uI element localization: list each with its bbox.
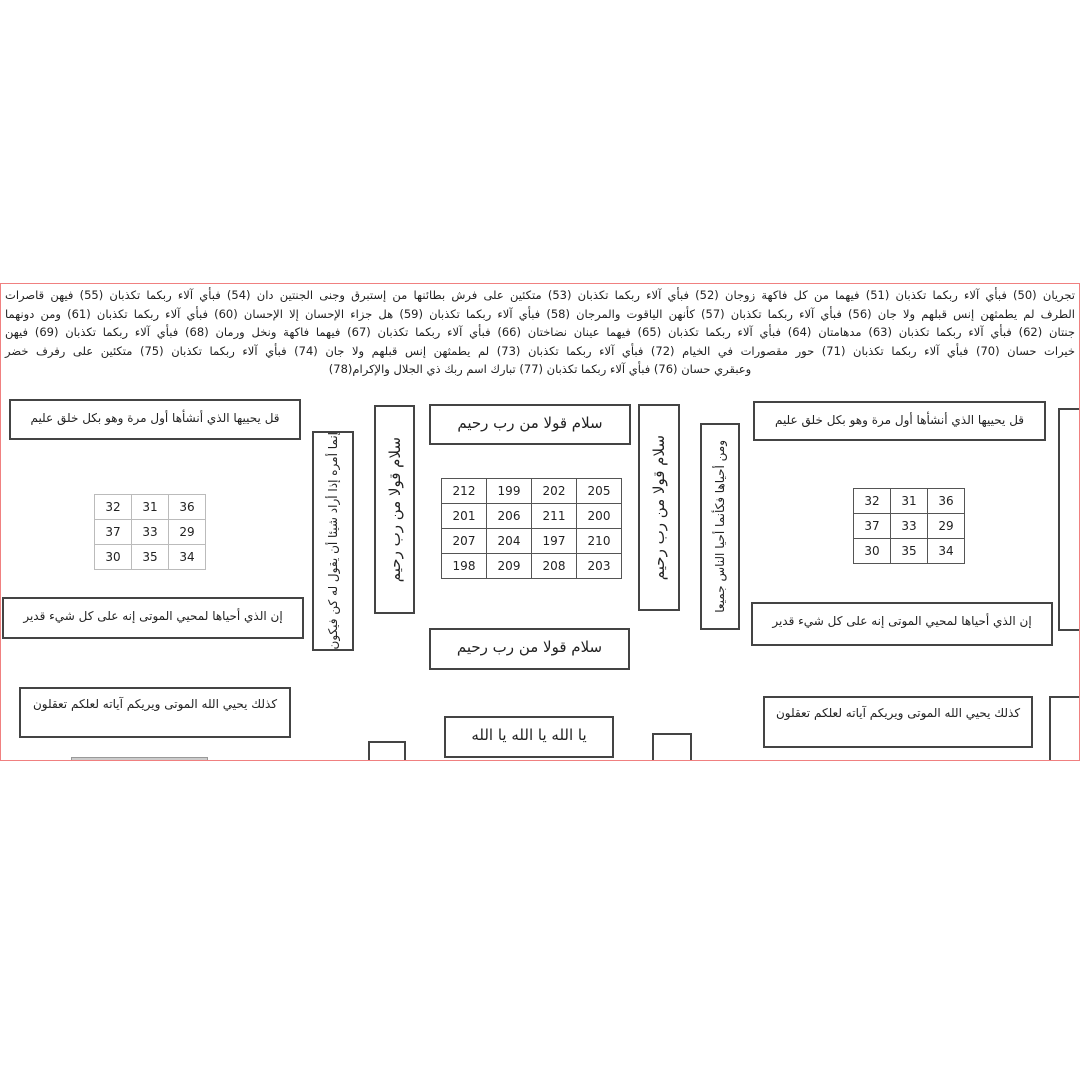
square-cell: 207 bbox=[441, 528, 487, 554]
table-edge bbox=[71, 757, 208, 760]
square-cell: 35 bbox=[890, 538, 928, 564]
text-box-ahyaha-left: إن الذي أحياها لمحيي الموتى إنه على كل ش… bbox=[2, 597, 304, 639]
square-cell: 34 bbox=[927, 538, 965, 564]
square-cell: 37 bbox=[853, 513, 891, 539]
partial-box bbox=[1049, 696, 1079, 760]
box-text: سلام قولا من رب رحيم bbox=[385, 436, 404, 583]
box-text: كذلك يحيي الله الموتى ويريكم آياته لعلكم… bbox=[32, 697, 278, 711]
square-cell: 34 bbox=[168, 544, 206, 570]
square-cell: 209 bbox=[486, 553, 532, 579]
square-cell: 210 bbox=[576, 528, 622, 554]
square-cell: 33 bbox=[131, 519, 169, 545]
partial-box bbox=[652, 733, 692, 760]
box-text: إن الذي أحياها لمحيي الموتى إنه على كل ش… bbox=[23, 609, 283, 623]
square-cell: 204 bbox=[486, 528, 532, 554]
vertical-box-man-ahyaha: ومن أحياها فكأنما أحيا الناس جميعا bbox=[700, 423, 740, 630]
text-box-kadhalika-left: كذلك يحيي الله الموتى ويريكم آياته لعلكم… bbox=[19, 687, 291, 738]
verse-line: جنتان (62) فبأي آلاء ربكما تكذبان (63) م… bbox=[5, 325, 1076, 339]
square-cell: 32 bbox=[853, 488, 891, 514]
text-box-yuhyiha-right: قل يحييها الذي أنشأها أول مرة وهو بكل خل… bbox=[753, 401, 1046, 441]
square-cell: 198 bbox=[441, 553, 487, 579]
verse-line: وعبقري حسان (76) فبأي آلاء ربكما تكذبان … bbox=[328, 362, 752, 376]
square-cell: 31 bbox=[131, 494, 169, 520]
square-cell: 33 bbox=[890, 513, 928, 539]
partial-box bbox=[368, 741, 406, 760]
box-text: إن الذي أحياها لمحيي الموتى إنه على كل ش… bbox=[772, 614, 1032, 628]
square-cell: 205 bbox=[576, 478, 622, 504]
square-cell: 200 bbox=[576, 503, 622, 529]
square-cell: 197 bbox=[531, 528, 577, 554]
square-cell: 202 bbox=[531, 478, 577, 504]
box-text: يا الله يا الله يا الله bbox=[471, 726, 587, 744]
verse-line: الطرف لم يطمثهن إنس قبلهم ولا جان (56) ف… bbox=[5, 306, 1076, 321]
square-cell: 201 bbox=[441, 503, 487, 529]
text-box-salam-bottom: سلام قولا من رب رحيم bbox=[429, 628, 630, 670]
vertical-box-salam-right: سلام قولا من رب رحيم bbox=[638, 404, 680, 611]
square-cell: 36 bbox=[927, 488, 965, 514]
box-text: ومن أحياها فكأنما أحيا الناس جميعا bbox=[713, 440, 727, 613]
square-cell: 212 bbox=[441, 478, 487, 504]
square-cell: 31 bbox=[890, 488, 928, 514]
square-cell: 37 bbox=[94, 519, 132, 545]
square-cell: 208 bbox=[531, 553, 577, 579]
verse-line: تجريان (50) فبأي آلاء ربكما تكذبان (51) … bbox=[5, 288, 1075, 302]
box-text: سلام قولا من رب رحيم bbox=[457, 414, 603, 432]
box-text: إنما أمره إذا أراد شيئا أن يقول له كن في… bbox=[326, 432, 340, 650]
text-box-yuhyiha-left: قل يحييها الذي أنشأها أول مرة وهو بكل خل… bbox=[9, 399, 301, 440]
square-cell: 32 bbox=[94, 494, 132, 520]
verse-line: خيرات حسان (70) فبأي آلاء ربكما تكذبان (… bbox=[5, 343, 1076, 358]
box-text: كذلك يحيي الله الموتى ويريكم آياته لعلكم… bbox=[775, 706, 1021, 720]
box-text: قل يحييها الذي أنشأها أول مرة وهو بكل خل… bbox=[774, 413, 1025, 427]
text-box-salam-top: سلام قولا من رب رحيم bbox=[429, 404, 631, 445]
vertical-box-salam-left: سلام قولا من رب رحيم bbox=[374, 405, 415, 614]
square-cell: 30 bbox=[94, 544, 132, 570]
square-cell: 206 bbox=[486, 503, 532, 529]
partial-box bbox=[1058, 408, 1079, 631]
square-cell: 36 bbox=[168, 494, 206, 520]
text-box-kadhalika-right: كذلك يحيي الله الموتى ويريكم آياته لعلكم… bbox=[763, 696, 1033, 748]
square-cell: 199 bbox=[486, 478, 532, 504]
text-box-ya-allah: يا الله يا الله يا الله bbox=[444, 716, 614, 758]
text-box-ahyaha-right: إن الذي أحياها لمحيي الموتى إنه على كل ش… bbox=[751, 602, 1053, 646]
document-page: تجريان (50) فبأي آلاء ربكما تكذبان (51) … bbox=[0, 283, 1080, 761]
square-cell: 29 bbox=[168, 519, 206, 545]
box-text: سلام قولا من رب رحيم bbox=[650, 434, 668, 581]
square-cell: 35 bbox=[131, 544, 169, 570]
verses-paragraph: تجريان (50) فبأي آلاء ربكما تكذبان (51) … bbox=[5, 286, 1075, 379]
square-cell: 29 bbox=[927, 513, 965, 539]
box-text: قل يحييها الذي أنشأها أول مرة وهو بكل خل… bbox=[30, 411, 280, 425]
square-cell: 211 bbox=[531, 503, 577, 529]
vertical-box-amruhu: إنما أمره إذا أراد شيئا أن يقول له كن في… bbox=[312, 431, 354, 651]
square-cell: 203 bbox=[576, 553, 622, 579]
box-text: سلام قولا من رب رحيم bbox=[456, 638, 603, 656]
square-cell: 30 bbox=[853, 538, 891, 564]
